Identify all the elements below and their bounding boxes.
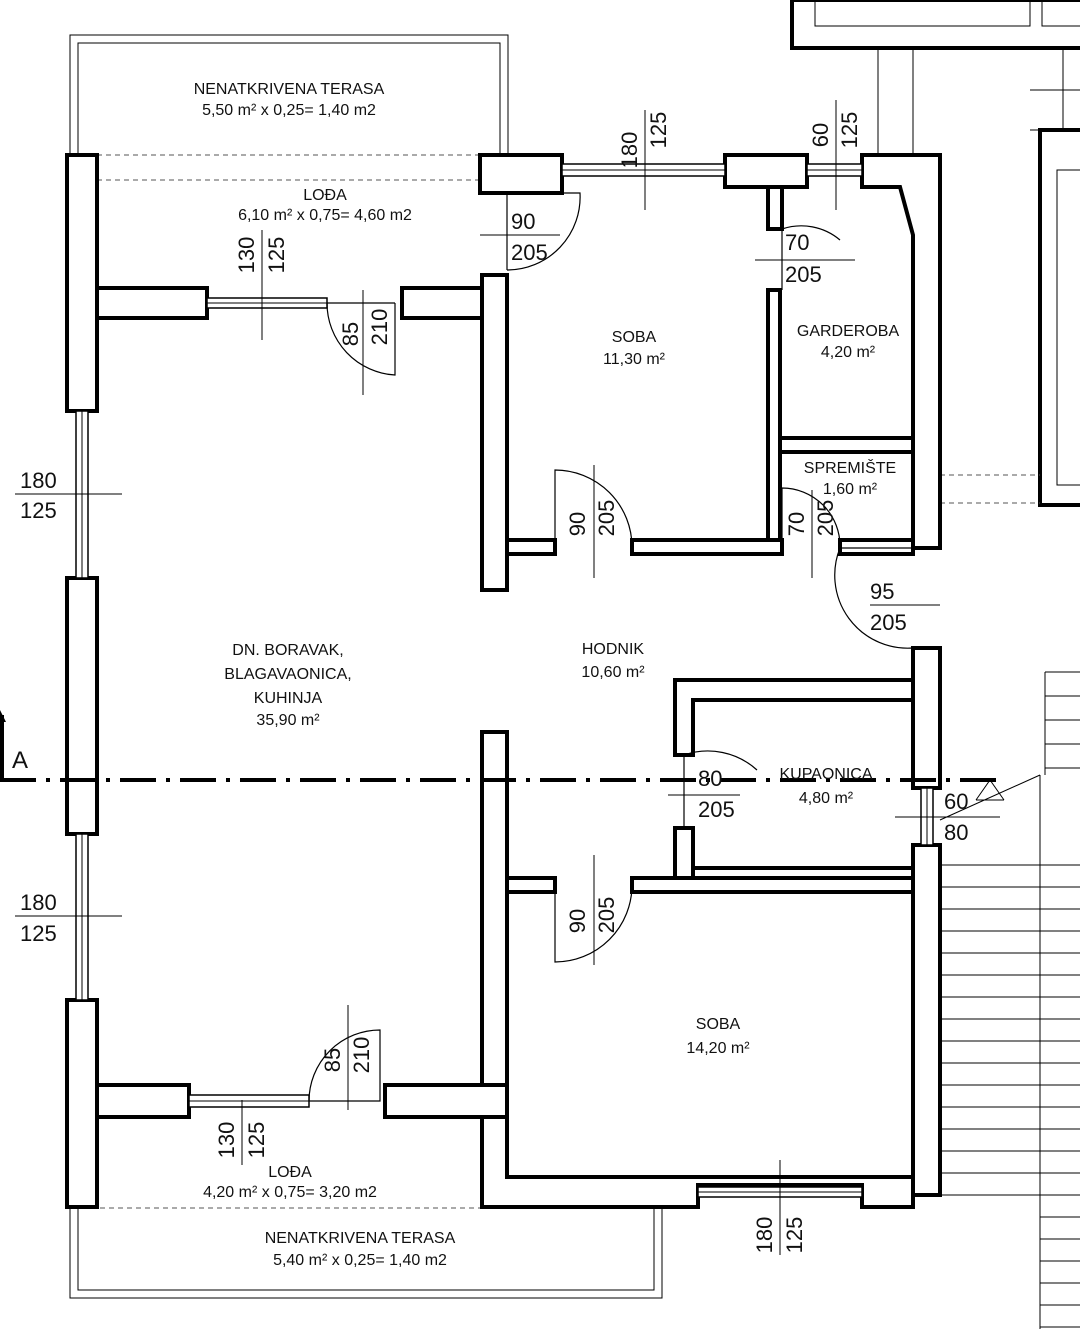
terrace-top-outline: [69, 34, 509, 181]
d-soba-loggia-height: 205: [511, 240, 548, 265]
d-garderoba-width: 70: [785, 230, 809, 255]
hallway-area: 10,60 m²: [581, 664, 645, 681]
w-loggia-bottom-width: 130: [214, 1122, 239, 1159]
bathroom-name: KUPAONICA: [779, 766, 872, 783]
d-loggia-bottom-width: 85: [320, 1048, 345, 1072]
storage-name: SPREMIŠTE: [804, 458, 896, 477]
walls: [65, 153, 942, 1209]
bedroom-top-name: SOBA: [612, 329, 657, 346]
living-line-1: DN. BORAVAK,: [232, 642, 343, 659]
d-entrance-height: 205: [870, 610, 907, 635]
d-soba-bottom-height: 205: [594, 897, 619, 934]
living-line-3: KUHINJA: [254, 690, 323, 707]
living-line-2: BLAGAVAONICA,: [224, 666, 351, 683]
d-soba-loggia-width: 90: [511, 209, 535, 234]
d-loggia-top-height: 210: [367, 309, 392, 346]
loggia-bottom-area: 4,20 m² x 0,75= 3,20 m2: [203, 1184, 377, 1201]
d-spremiste-height: 205: [813, 500, 838, 537]
d-soba-top-height: 205: [594, 500, 619, 537]
section-marker-label: A: [12, 747, 28, 774]
bedroom-bottom-area: 14,20 m²: [686, 1040, 750, 1057]
hallway-name: HODNIK: [582, 641, 645, 658]
d-soba-top-width: 90: [565, 512, 590, 536]
w-top-soba-height: 125: [646, 112, 671, 149]
w-bathroom-height: 80: [944, 820, 968, 845]
dimension-ticks: [15, 100, 1000, 1255]
terrace-bottom-outline: [69, 1207, 663, 1299]
staircase: [939, 671, 1080, 1329]
d-soba-bottom-width: 90: [565, 909, 590, 933]
w-left-lower-height: 125: [20, 921, 57, 946]
opening-labels: 180 125 60 125 130 125 85 210 90 205 70 …: [20, 112, 968, 1254]
w-loggia-bottom-height: 125: [244, 1122, 269, 1159]
terrace-bottom-area: 5,40 m² x 0,25= 1,40 m2: [273, 1252, 447, 1269]
w-loggia-top-width: 130: [234, 237, 259, 274]
d-garderoba-height: 205: [785, 262, 822, 287]
bedroom-bottom-name: SOBA: [696, 1016, 741, 1033]
terrace-top-name: NENATKRIVENA TERASA: [194, 81, 385, 98]
d-entrance-width: 95: [870, 579, 894, 604]
d-loggia-top-width: 85: [338, 322, 363, 346]
w-top-soba-width: 180: [617, 132, 642, 169]
d-loggia-bottom-height: 210: [349, 1037, 374, 1074]
w-top-garderoba-width: 60: [808, 123, 833, 147]
loggia-bottom-name: LOĐA: [268, 1164, 312, 1181]
w-bottom-soba-height: 125: [782, 1217, 807, 1254]
w-bottom-soba-width: 180: [752, 1217, 777, 1254]
wardrobe-area: 4,20 m²: [821, 344, 876, 361]
d-bathroom-width: 80: [698, 766, 722, 791]
w-left-upper-width: 180: [20, 468, 57, 493]
w-top-garderoba-height: 125: [837, 112, 862, 149]
living-area: 35,90 m²: [256, 712, 320, 729]
bathroom-area: 4,80 m²: [799, 790, 854, 807]
neighbour-structure: [790, 0, 1080, 507]
loggia-top-name: LOĐA: [303, 187, 347, 204]
storage-area: 1,60 m²: [823, 481, 878, 498]
terrace-top-area: 5,50 m² x 0,25= 1,40 m2: [202, 102, 376, 119]
section-line: A: [0, 710, 1005, 801]
bedroom-top-area: 11,30 m²: [603, 351, 666, 368]
terrace-bottom-name: NENATKRIVENA TERASA: [265, 1230, 456, 1247]
wardrobe-name: GARDEROBA: [797, 323, 900, 340]
w-bathroom-width: 60: [944, 789, 968, 814]
loggia-top-area: 6,10 m² x 0,75= 4,60 m2: [238, 207, 412, 224]
w-left-lower-width: 180: [20, 890, 57, 915]
w-left-upper-height: 125: [20, 498, 57, 523]
w-loggia-top-height: 125: [264, 237, 289, 274]
d-bathroom-height: 205: [698, 797, 735, 822]
d-spremiste-width: 70: [784, 512, 809, 536]
room-labels: NENATKRIVENA TERASA 5,50 m² x 0,25= 1,40…: [194, 81, 900, 1269]
